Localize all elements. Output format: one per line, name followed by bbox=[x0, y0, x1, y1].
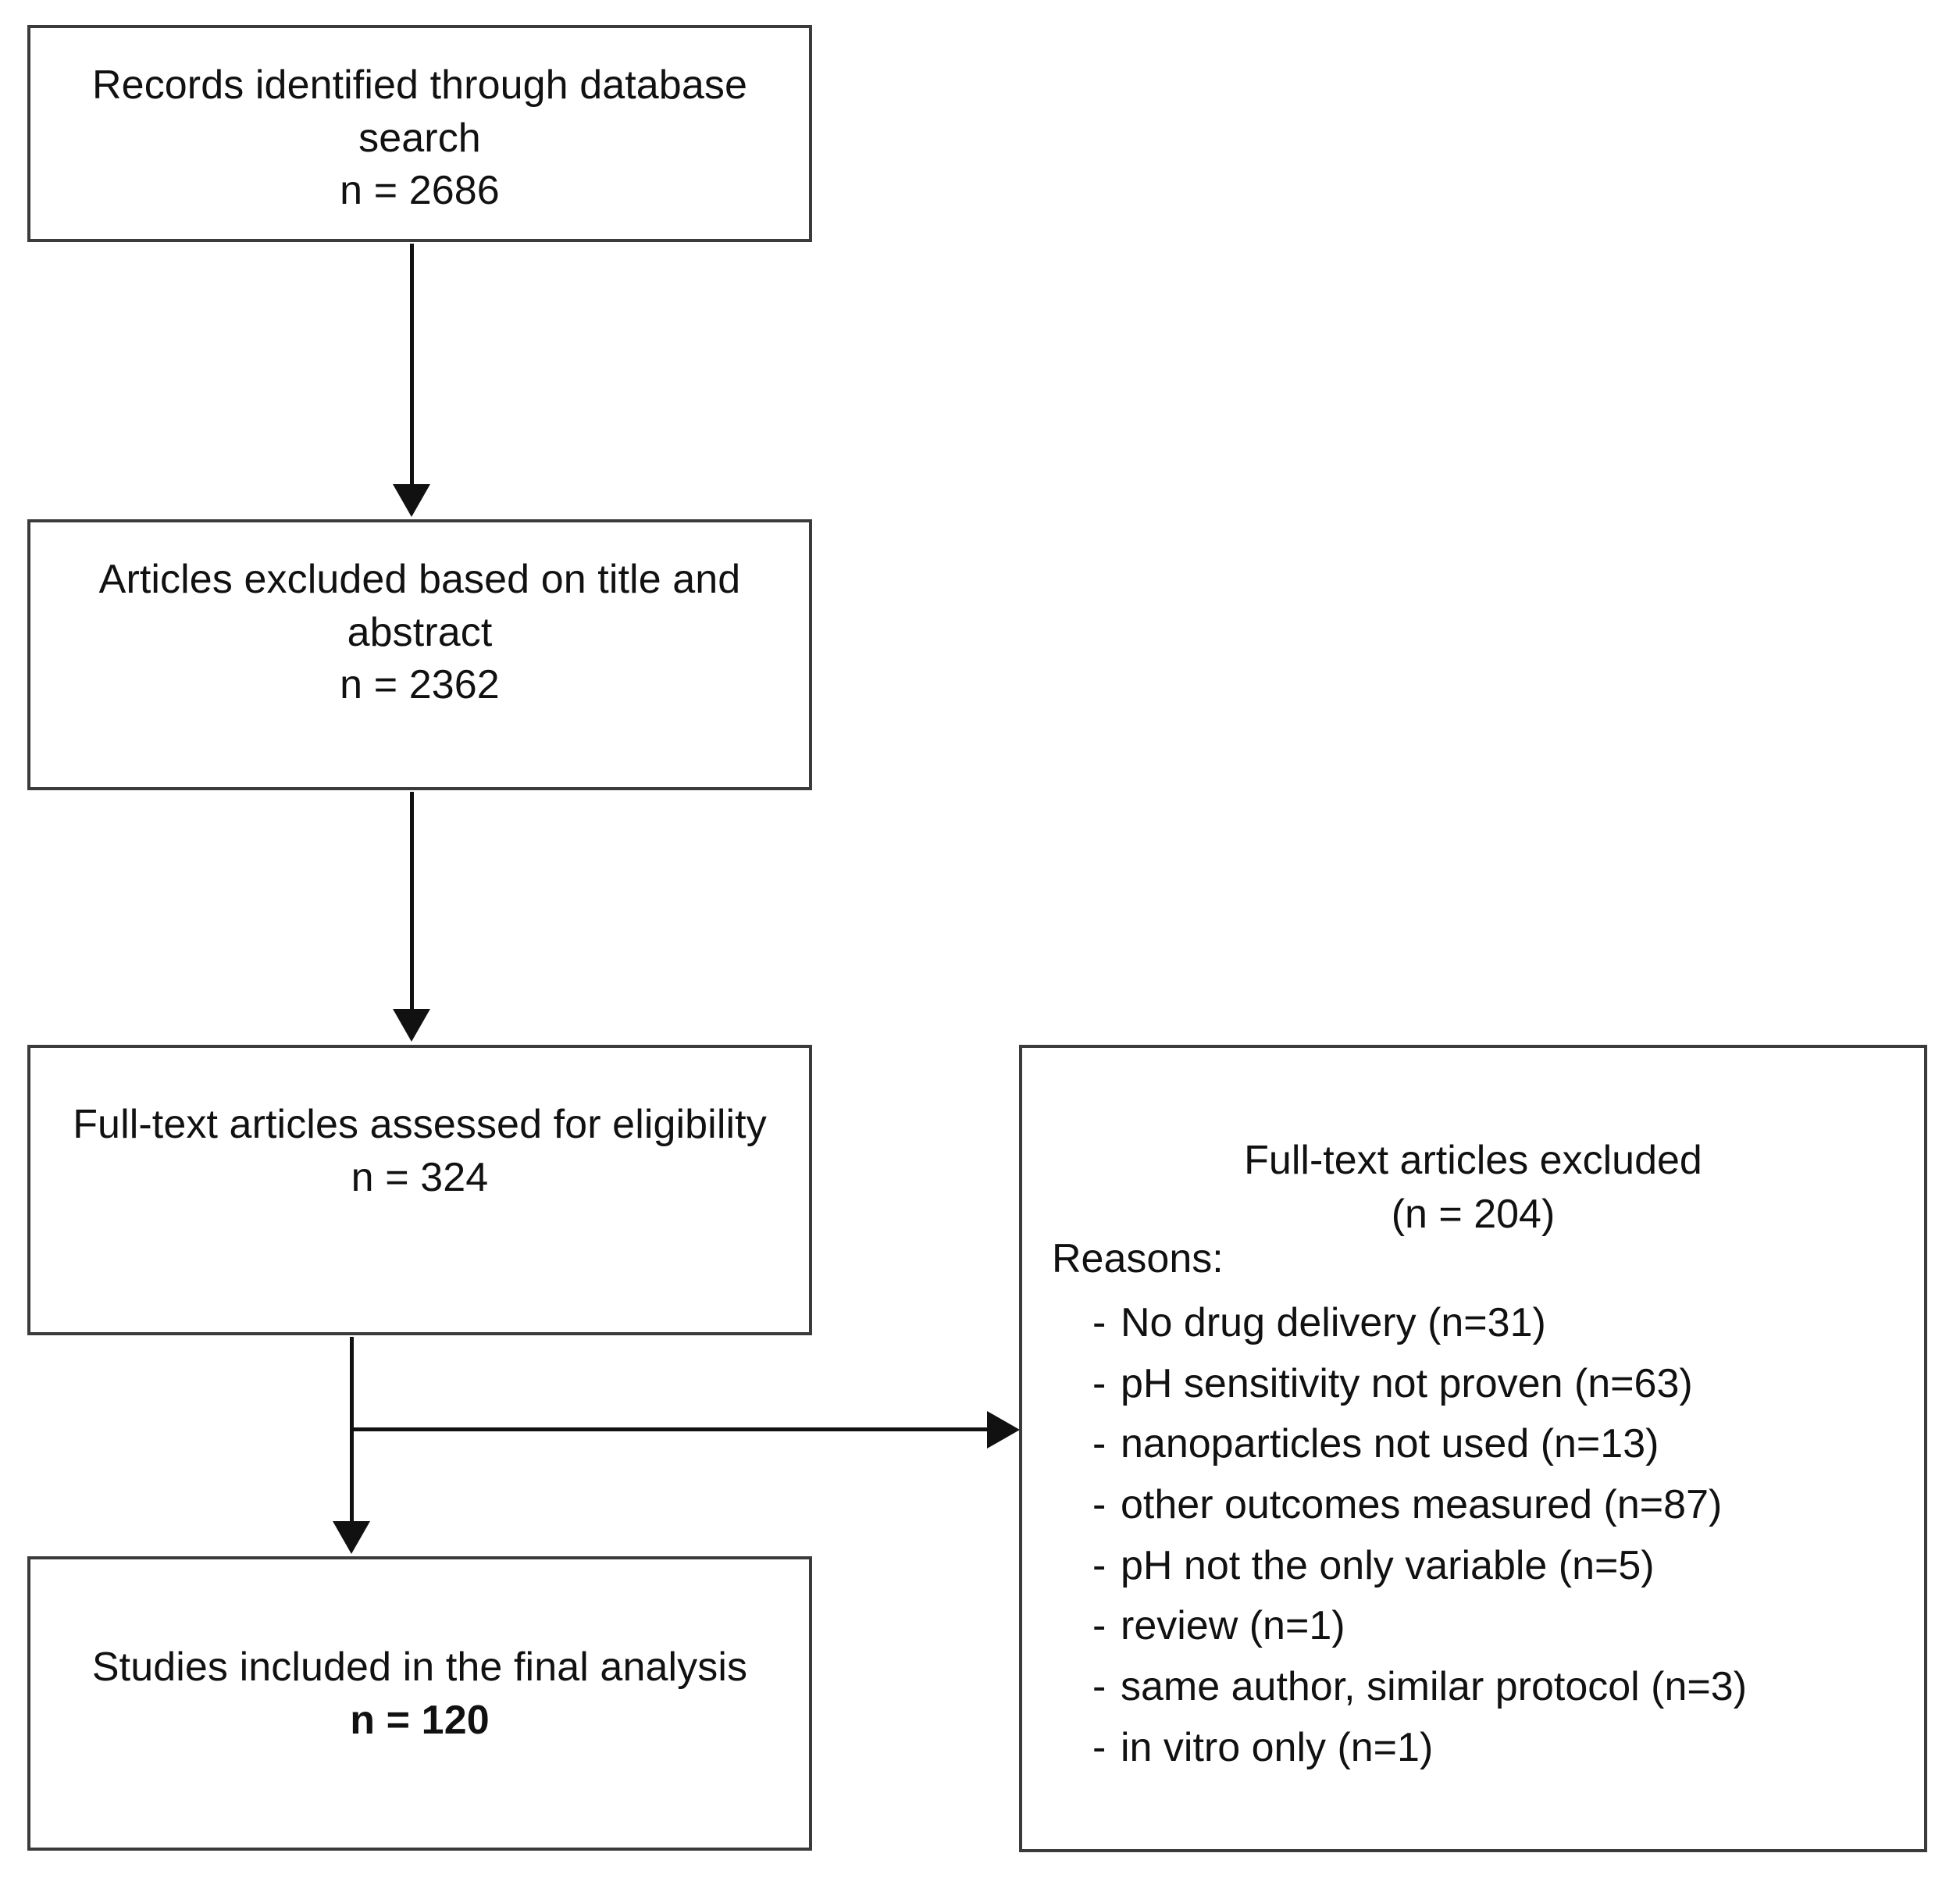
reason-text: nanoparticles not used (n=13) bbox=[1121, 1421, 1659, 1467]
box-records-identified: Records identified through database sear… bbox=[27, 25, 812, 242]
reason-item: - in vitro only (n=1) bbox=[1052, 1721, 1916, 1776]
box-fulltext-assessed-text: Full-text articles assessed for eligibil… bbox=[30, 1099, 809, 1204]
fulltext-assessed-line1: Full-text articles assessed for eligibil… bbox=[73, 1102, 767, 1147]
box-articles-excluded: Articles excluded based on title and abs… bbox=[27, 519, 812, 790]
dash-bullet-icon: - bbox=[1092, 1664, 1107, 1710]
reason-item: - same author, similar protocol (n=3) bbox=[1052, 1660, 1916, 1715]
fulltext-assessed-count: n = 324 bbox=[351, 1154, 489, 1200]
box-studies-included: Studies included in the final analysis n… bbox=[27, 1556, 812, 1851]
box-articles-excluded-text: Articles excluded based on title and abs… bbox=[30, 554, 809, 712]
reason-item: - No drug delivery (n=31) bbox=[1052, 1296, 1916, 1351]
box-studies-included-text: Studies included in the final analysis n… bbox=[30, 1641, 809, 1747]
reason-text: review (n=1) bbox=[1121, 1603, 1345, 1649]
reason-text: No drug delivery (n=31) bbox=[1121, 1300, 1546, 1345]
studies-included-line1: Studies included in the final analysis bbox=[91, 1645, 748, 1690]
reason-text: same author, similar protocol (n=3) bbox=[1121, 1664, 1748, 1710]
reasons-list: - No drug delivery (n=31) - pH sensitivi… bbox=[1052, 1296, 1916, 1781]
reason-text: pH sensitivity not proven (n=63) bbox=[1121, 1360, 1693, 1406]
reason-item: - nanoparticles not used (n=13) bbox=[1052, 1417, 1916, 1472]
dash-bullet-icon: - bbox=[1092, 1724, 1107, 1770]
reason-text: pH not the only variable (n=5) bbox=[1121, 1542, 1655, 1588]
arrow-down-icon bbox=[333, 1521, 370, 1554]
reason-item: - other outcomes measured (n=87) bbox=[1052, 1478, 1916, 1533]
reasons-label: Reasons: bbox=[1052, 1236, 1224, 1281]
box-records-identified-text: Records identified through database sear… bbox=[30, 59, 809, 218]
reason-item: - pH sensitivity not proven (n=63) bbox=[1052, 1357, 1916, 1412]
fulltext-excluded-heading-line1: Full-text articles excluded bbox=[1244, 1138, 1702, 1183]
dash-bullet-icon: - bbox=[1092, 1421, 1107, 1467]
arrow-right-icon bbox=[987, 1411, 1020, 1449]
connector-records-to-excluded-line bbox=[410, 244, 414, 487]
records-identified-count: n = 2686 bbox=[340, 168, 500, 214]
reason-text: in vitro only (n=1) bbox=[1121, 1724, 1434, 1770]
reason-item: - pH not the only variable (n=5) bbox=[1052, 1539, 1916, 1594]
fulltext-excluded-heading: Full-text articles excluded (n = 204) bbox=[1022, 1134, 1924, 1241]
articles-excluded-line2: abstract bbox=[347, 609, 493, 655]
dash-bullet-icon: - bbox=[1092, 1542, 1107, 1588]
dash-bullet-icon: - bbox=[1092, 1603, 1107, 1649]
connector-excluded-to-fulltext-line bbox=[410, 792, 414, 1012]
box-fulltext-assessed: Full-text articles assessed for eligibil… bbox=[27, 1045, 812, 1335]
box-fulltext-excluded: Full-text articles excluded (n = 204) Re… bbox=[1019, 1045, 1927, 1852]
dash-bullet-icon: - bbox=[1092, 1482, 1107, 1528]
studies-included-count: n = 120 bbox=[350, 1697, 490, 1743]
arrow-down-icon bbox=[393, 484, 430, 517]
dash-bullet-icon: - bbox=[1092, 1360, 1107, 1406]
connector-fulltext-to-reasons-line bbox=[350, 1427, 990, 1431]
fulltext-excluded-heading-count: (n = 204) bbox=[1391, 1191, 1556, 1237]
records-identified-line2: search bbox=[358, 115, 481, 161]
arrow-down-icon bbox=[393, 1009, 430, 1042]
records-identified-line1: Records identified through database bbox=[92, 62, 747, 108]
reason-text: other outcomes measured (n=87) bbox=[1121, 1482, 1723, 1528]
articles-excluded-count: n = 2362 bbox=[340, 662, 500, 708]
dash-bullet-icon: - bbox=[1092, 1300, 1107, 1345]
articles-excluded-line1: Articles excluded based on title and bbox=[98, 557, 741, 602]
reason-item: - review (n=1) bbox=[1052, 1599, 1916, 1654]
